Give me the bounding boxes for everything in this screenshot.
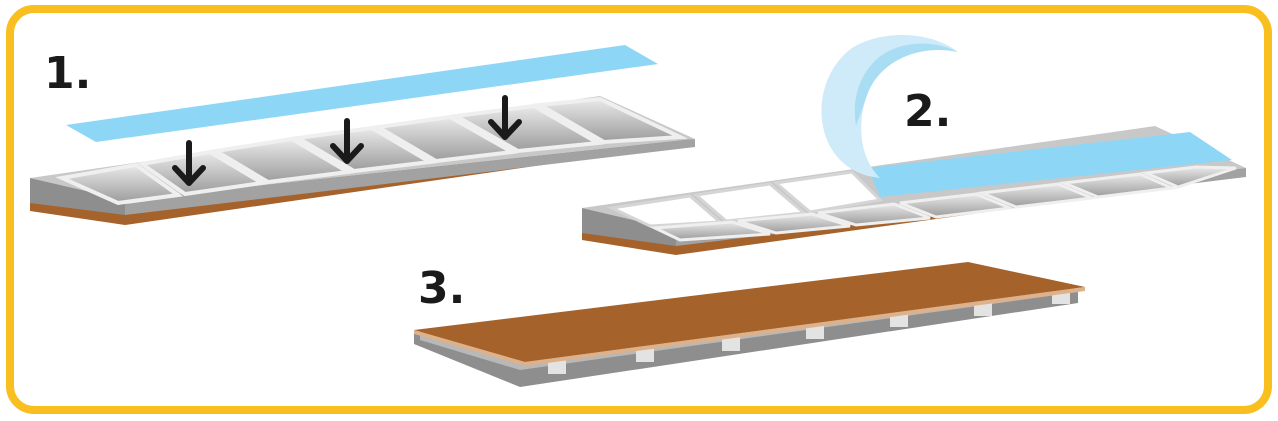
arrow-down-icon xyxy=(488,95,522,140)
peeled-film-edge xyxy=(854,43,958,127)
tray-front xyxy=(582,208,676,246)
tray-cells-uncovered xyxy=(606,170,884,228)
tray-front-long xyxy=(125,139,695,215)
tray-cells xyxy=(649,165,1237,242)
peeled-film xyxy=(821,34,958,179)
step-3-label: 3. xyxy=(418,263,465,314)
support-blocks xyxy=(548,292,1070,374)
protective-film xyxy=(66,45,658,142)
arrow-down-icon xyxy=(172,140,206,186)
step-1-label: 1. xyxy=(44,48,91,99)
wood-board xyxy=(414,262,1085,362)
step-2-illustration xyxy=(582,34,1246,255)
step-2-label: 2. xyxy=(904,86,951,137)
step-3-illustration xyxy=(414,262,1085,387)
protective-film xyxy=(868,132,1232,197)
step-1-illustration xyxy=(30,45,695,225)
tray-front xyxy=(30,178,125,215)
arrow-down-icon xyxy=(330,118,364,164)
